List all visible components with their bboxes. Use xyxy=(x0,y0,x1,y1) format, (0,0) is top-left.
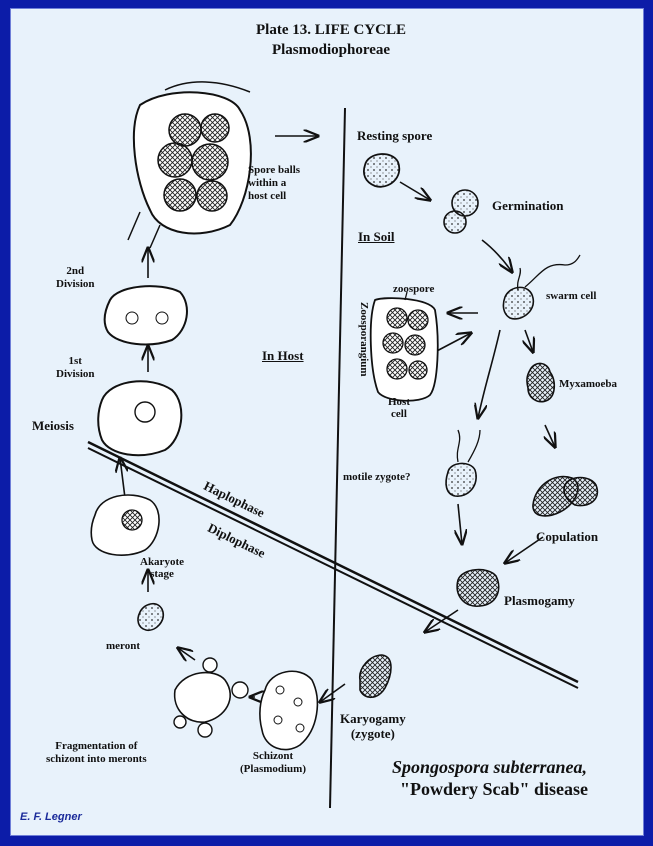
label-meront: meront xyxy=(106,640,141,652)
label-zoospore: zoospore xyxy=(393,283,435,295)
label-in-host: In Host xyxy=(262,348,304,363)
spore-balls-cell xyxy=(127,81,252,249)
arrow xyxy=(425,609,459,632)
arrow xyxy=(545,424,555,447)
vertical-divider xyxy=(329,107,346,809)
label-first-division: 1st Division xyxy=(56,355,95,380)
arrow xyxy=(178,648,196,660)
arrow xyxy=(120,458,125,499)
label-myxamoeba: Myxamoeba xyxy=(559,378,618,390)
meront-cell xyxy=(137,602,165,632)
arrow xyxy=(481,239,512,272)
plate-title: Plate 13. LIFE CYCLE xyxy=(256,22,406,38)
label-spore-balls: Spore balls within a host cell xyxy=(248,164,301,202)
label-fragmentation: Fragmentation of schizont into meronts xyxy=(46,740,147,765)
arrow xyxy=(399,181,430,200)
label-host-cell: Host cell xyxy=(388,396,410,420)
zoosporangium-cell xyxy=(369,291,439,402)
second-division-cell xyxy=(103,285,188,346)
myxamoeba-cell xyxy=(526,362,556,403)
motile-zygote-cell xyxy=(445,429,481,497)
label-in-soil: In Soil xyxy=(358,229,395,244)
plasmogamy-cell xyxy=(456,568,500,607)
copulation-cells xyxy=(532,475,599,517)
germination-cell xyxy=(443,189,479,234)
label-germination: Germination xyxy=(492,198,564,213)
label-second-division: 2nd Division xyxy=(56,265,95,290)
label-species: Spongospora subterranea, xyxy=(392,757,588,777)
credit-author: E. F. Legner xyxy=(20,811,82,823)
label-karyogamy: Karyogamy (zygote) xyxy=(340,711,406,741)
label-disease: "Powdery Scab" disease xyxy=(400,779,588,799)
fragmentation-cells xyxy=(173,657,249,738)
first-division-cell xyxy=(97,380,183,457)
label-meiosis: Meiosis xyxy=(32,418,74,433)
swarm-cell xyxy=(502,254,581,320)
label-schizont: Schizont (Plasmodium) xyxy=(240,750,306,775)
arrow xyxy=(478,329,501,418)
arrow xyxy=(320,683,346,702)
schizont-cell xyxy=(259,670,319,751)
phase-divider xyxy=(87,440,579,689)
karyogamy-cell xyxy=(359,654,392,699)
resting-spore-cell xyxy=(362,153,401,188)
label-zoosporangium: Zoosporangium xyxy=(358,302,370,377)
akaryote-cell xyxy=(90,494,160,556)
label-copulation: Copulation xyxy=(536,529,599,544)
label-swarm-cell: swarm cell xyxy=(546,290,597,302)
label-resting-spore: Resting spore xyxy=(357,128,433,143)
label-motile-zygote: motile zygote? xyxy=(343,471,411,483)
label-akaryote-stage: Akaryote stage xyxy=(140,556,184,580)
label-plasmogamy: Plasmogamy xyxy=(504,593,575,608)
arrow xyxy=(525,329,533,352)
arrow xyxy=(432,333,471,354)
arrow xyxy=(458,503,462,544)
plate-subtitle: Plasmodiophoreae xyxy=(271,42,391,58)
arrow xyxy=(505,536,544,563)
